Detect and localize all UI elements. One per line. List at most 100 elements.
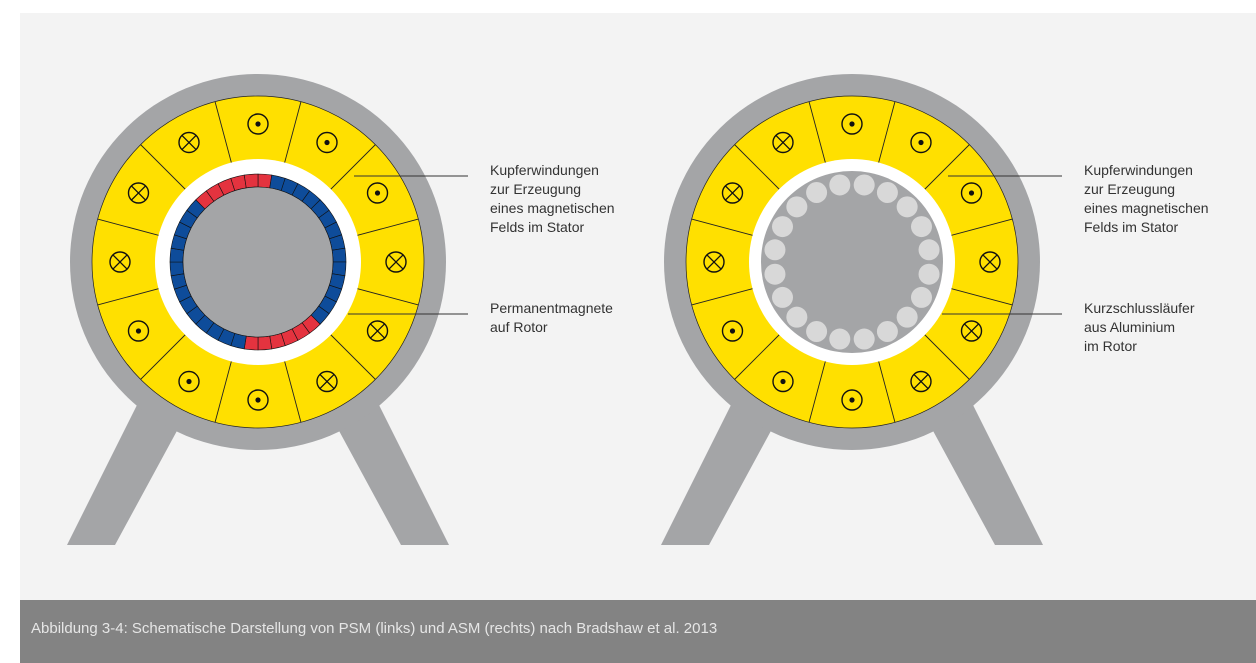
winding-circle — [772, 370, 794, 393]
stator-slot-divider — [214, 101, 233, 164]
stator-slot-divider — [877, 101, 896, 164]
current-out-dot — [255, 121, 261, 127]
current-in-cross — [131, 185, 146, 201]
rotor-bar — [896, 306, 918, 328]
current-in-cross — [319, 374, 335, 389]
winding-circle — [127, 182, 150, 204]
current-out-dot — [968, 190, 975, 196]
current-out-dot — [324, 139, 330, 146]
asm-rotor-label: Kurzschlussläufer aus Aluminium im Rotor — [1084, 300, 1195, 354]
asm-windings-label: Kupferwindungen zur Erzeugung eines magn… — [1084, 162, 1209, 235]
rotor-bar — [829, 328, 851, 350]
rotor-bar — [918, 263, 940, 285]
winding-circle — [960, 182, 983, 204]
winding-circle — [178, 370, 200, 393]
motor-diagram — [67, 74, 1062, 545]
current-in-cross — [913, 374, 929, 389]
stator-slot-divider — [283, 101, 302, 164]
stator-slot-divider — [950, 287, 1013, 306]
rotor-bar — [786, 196, 808, 218]
current-in-cross — [982, 254, 998, 270]
current-in-cross — [112, 254, 128, 270]
rotor-bar — [910, 216, 932, 238]
stator-slot-divider — [283, 360, 302, 423]
stator-slot-divider — [356, 287, 419, 306]
winding-circle — [841, 389, 863, 411]
current-out-dot — [918, 139, 924, 146]
winding-circle — [247, 389, 269, 411]
winding-circle — [721, 320, 744, 342]
stator-slot-divider — [734, 144, 781, 191]
current-out-dot — [374, 190, 381, 196]
stator-slot-divider — [140, 144, 187, 191]
magnet-north-segment — [243, 335, 259, 351]
winding-circle — [127, 320, 150, 342]
winding-circle — [841, 113, 863, 135]
current-in-cross — [775, 135, 791, 150]
stator-slot-divider — [97, 218, 160, 237]
current-in-cross — [370, 323, 385, 339]
rotor-bar — [764, 263, 786, 285]
rotor-bar — [876, 182, 898, 204]
figure-caption: Abbildung 3-4: Schematische Darstellung … — [31, 620, 718, 637]
current-out-dot — [186, 378, 192, 385]
current-out-dot — [849, 121, 855, 127]
psm-windings-label: Kupferwindungen zur Erzeugung eines magn… — [490, 162, 615, 235]
rotor-bar — [806, 320, 828, 342]
current-in-cross — [181, 135, 197, 150]
stator-slot-divider — [923, 333, 970, 380]
rotor-bar — [786, 306, 808, 328]
winding-circle — [979, 251, 1001, 273]
caption-bar: Abbildung 3-4: Schematische Darstellung … — [20, 600, 1256, 663]
rotor-bar — [876, 320, 898, 342]
winding-circle — [772, 131, 794, 154]
psm-rotor-label: Permanentmagnete auf Rotor — [490, 300, 613, 335]
stator-slot-divider — [691, 218, 754, 237]
stand-leg-right — [919, 387, 1043, 545]
stand-leg-left — [67, 387, 191, 545]
winding-circle — [385, 251, 407, 273]
current-out-dot — [780, 378, 786, 385]
rotor-bar — [772, 286, 794, 308]
rotor-bar — [772, 216, 794, 238]
asm-motor — [661, 74, 1062, 545]
current-in-cross — [388, 254, 404, 270]
current-out-dot — [135, 328, 142, 334]
magnet-north-segment — [243, 173, 259, 189]
psm-motor — [67, 74, 468, 545]
winding-circle — [703, 251, 725, 273]
winding-circle — [721, 182, 744, 204]
stand-leg-right — [325, 387, 449, 545]
rotor-bar — [764, 239, 786, 261]
current-in-cross — [964, 323, 979, 339]
winding-circle — [910, 370, 932, 393]
current-in-cross — [725, 185, 740, 201]
rotor-bar — [918, 239, 940, 261]
rotor-core — [182, 186, 334, 338]
stator-slot-divider — [950, 218, 1013, 237]
magnet-north-segment — [257, 335, 273, 351]
rotor-bar — [910, 286, 932, 308]
stator-slot-divider — [356, 218, 419, 237]
winding-circle — [316, 370, 338, 393]
winding-circle — [366, 320, 389, 342]
stator-slot-divider — [140, 333, 187, 380]
winding-circle — [109, 251, 131, 273]
stator-slot-divider — [734, 333, 781, 380]
stator-slot-divider — [329, 144, 376, 191]
current-out-dot — [255, 397, 261, 403]
rotor-bar — [829, 174, 851, 196]
stand-leg-left — [661, 387, 785, 545]
stator-slot-divider — [691, 287, 754, 306]
winding-circle — [960, 320, 983, 342]
winding-circle — [247, 113, 269, 135]
current-out-dot — [729, 328, 736, 334]
stator-slot-divider — [877, 360, 896, 423]
rotor-bar — [853, 328, 875, 350]
magnet-north-segment — [257, 173, 273, 189]
winding-circle — [316, 131, 338, 154]
figure-area: Kupferwindungen zur Erzeugung eines magn… — [20, 13, 1256, 600]
stator-slot-divider — [214, 360, 233, 423]
winding-circle — [178, 131, 200, 154]
rotor-bar — [806, 182, 828, 204]
